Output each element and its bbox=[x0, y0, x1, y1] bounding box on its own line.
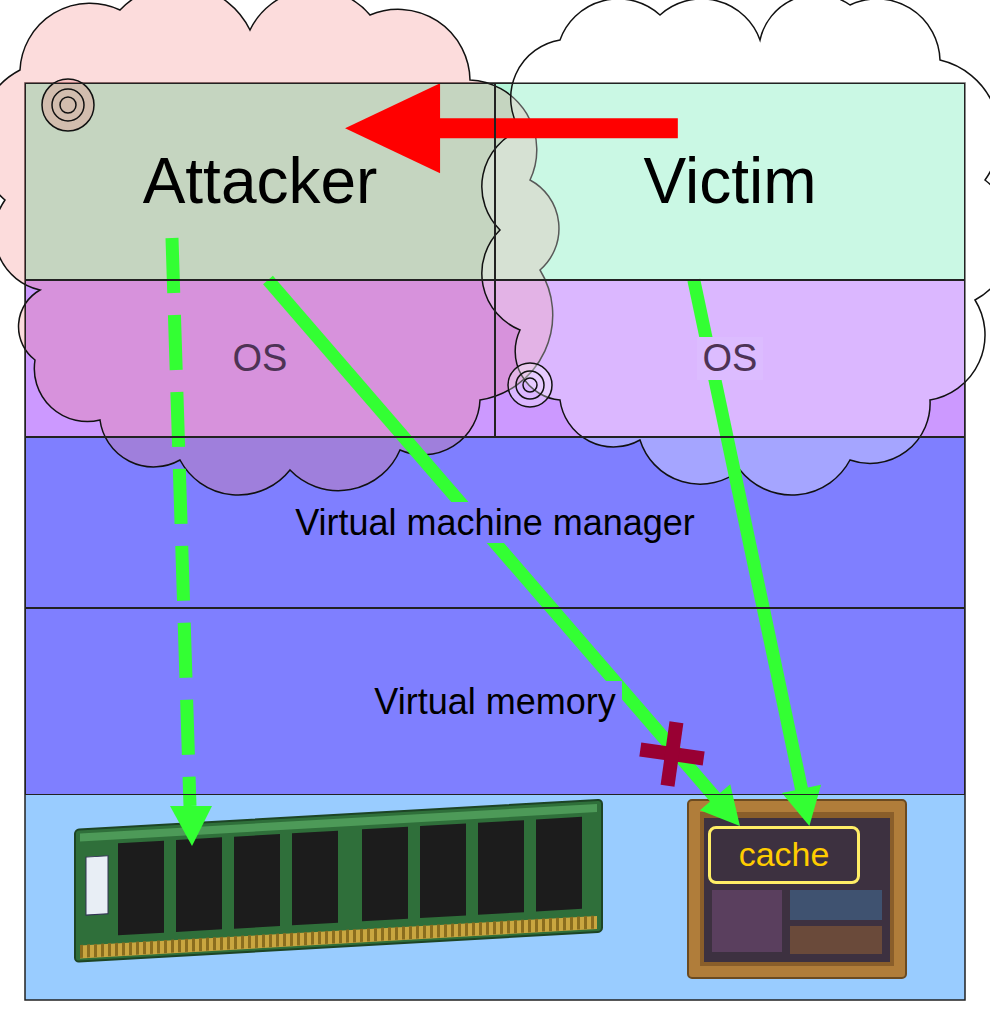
layer-label: OS bbox=[233, 337, 288, 381]
cpu-chip bbox=[688, 800, 906, 978]
access-arrow bbox=[268, 280, 740, 826]
blocked-cross bbox=[636, 718, 708, 790]
ram-board bbox=[75, 800, 602, 962]
cloud-swirl bbox=[523, 378, 537, 392]
connector-line bbox=[694, 280, 802, 793]
cloud-swirl bbox=[60, 97, 76, 113]
access-arrow bbox=[694, 280, 821, 826]
cpu-die-block bbox=[790, 926, 882, 954]
actor-cell: Victim bbox=[495, 83, 965, 280]
cloud-swirl bbox=[508, 363, 552, 407]
ram-chip bbox=[536, 817, 582, 912]
cloud-swirl bbox=[516, 371, 544, 399]
ram-chip bbox=[362, 827, 408, 922]
cloud-swirl bbox=[42, 79, 94, 131]
ram-chip bbox=[118, 841, 164, 936]
arrow-head bbox=[782, 785, 821, 826]
virtual-memory-band bbox=[25, 608, 965, 795]
ram-chip bbox=[478, 820, 524, 915]
ram-contacts bbox=[80, 916, 597, 958]
connector-line bbox=[268, 280, 718, 800]
cloud-swirl bbox=[52, 89, 84, 121]
ram-chip bbox=[234, 834, 280, 929]
attacker-cloud bbox=[0, 0, 559, 495]
cache-label: cache bbox=[739, 835, 830, 874]
layer-label: OS bbox=[697, 337, 764, 381]
cross-bar bbox=[661, 721, 684, 786]
cpu-package bbox=[688, 800, 906, 978]
layer-band: Virtual machine manager bbox=[25, 437, 965, 608]
layer-label: Virtual machine manager bbox=[289, 502, 701, 543]
cpu-substrate bbox=[700, 812, 894, 966]
dashed-access-arrow bbox=[172, 238, 190, 806]
ram-chip bbox=[292, 831, 338, 926]
ram-contact-pins bbox=[80, 922, 597, 951]
cpu-die-block bbox=[712, 890, 782, 952]
ram-chip bbox=[176, 837, 222, 932]
arrow-head bbox=[700, 784, 740, 826]
cache-box: cache bbox=[708, 826, 860, 884]
actor-label: Attacker bbox=[143, 145, 378, 219]
layer-band: Virtual memory bbox=[25, 608, 965, 795]
arrow-head bbox=[170, 806, 212, 846]
hardware-band bbox=[25, 795, 965, 1000]
actor-label: Victim bbox=[643, 145, 816, 219]
connector-line bbox=[431, 118, 678, 138]
ram-module bbox=[75, 800, 602, 962]
ram-sticker bbox=[86, 856, 108, 915]
victim-cloud bbox=[482, 0, 990, 495]
os-cell: OS bbox=[495, 280, 965, 437]
os-cell: OS bbox=[25, 280, 495, 437]
layer-label: Virtual memory bbox=[368, 681, 621, 722]
leak-arrow bbox=[345, 83, 678, 173]
cpu-die bbox=[704, 818, 890, 962]
ram-chip bbox=[420, 823, 466, 918]
actor-cell: Attacker bbox=[25, 83, 495, 280]
cpu-die-block bbox=[790, 890, 882, 920]
